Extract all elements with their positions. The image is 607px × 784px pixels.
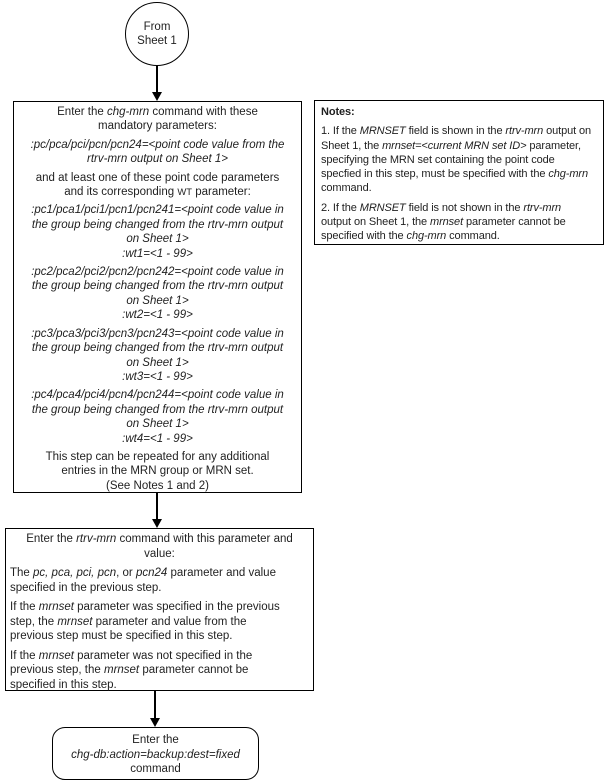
paragraph: Enter the rtrv-mrn command with this par… [10,532,309,561]
text-run: output on Sheet 1, the [321,125,592,152]
paragraph: This step can be repeated for any additi… [20,450,295,493]
text-run: :pc4/pca4/pci4/pcn4/pcn244=<point code v… [31,389,284,445]
text-run: The [10,567,34,579]
text-run: parameter cannot be specified in this st… [10,664,249,691]
text-run: 1. If the [321,125,360,138]
text-run: :pc/pca/pci/pcn/pcn24=<point code value … [30,138,285,166]
text-run: parameter cannot be specified with the [321,216,566,243]
text-run: mrnset [430,216,464,229]
text-run: mrnset [38,649,74,662]
arrow-down-icon [152,519,162,528]
text-run: command with these mandatory parameters: [98,106,258,133]
notes-box: Notes: 1. If the MRNSET field is shown in… [314,100,604,245]
text-run: rtrv-mrn [523,201,562,214]
text-run: If the [10,601,39,613]
arrow-down-icon [150,718,160,727]
text-run: mrnset [103,664,140,676]
text-run: command [130,763,181,775]
connector-2-stem [156,493,158,520]
text-run: parameter: [192,186,251,199]
paragraph: :pc/pca/pci/pcn/pcn24=<point code value … [20,138,295,167]
start-node-from-sheet-1: From Sheet 1 [125,2,189,66]
text-run: This step can be repeated for any additi… [45,450,270,492]
paragraph: Enter the chg-mrn command with these man… [20,105,295,134]
text-run: rtrv-mrn [505,125,544,138]
paragraph: Enter the chg-db:action=backup:dest=fixe… [57,733,254,777]
paragraph: and at least one of these point code par… [20,171,295,200]
text-run: command. [446,230,500,243]
text-run: 2. If the [321,201,360,214]
chg-db-backup-node: Enter the chg-db:action=backup:dest=fixe… [52,727,259,780]
paragraph: :pc1/pca1/pci1/pcn1/pcn241=<point code v… [20,203,295,261]
text-run: WT [177,186,192,198]
text-run: MRNSET [359,201,406,214]
text-run: Enter the [26,533,77,545]
text-run: mrnset [38,601,74,613]
paragraph: 1. If the MRNSET field is shown in the r… [321,124,597,195]
text-run: :pc1/pca1/pci1/pcn1/pcn241=<point code v… [31,204,284,260]
text-run: chg-mrn [107,106,150,118]
text-run: parameter and value from the previous st… [10,615,247,643]
text-run: chg-db:action=backup:dest=fixed [71,748,240,761]
text-run: parameter was specified in the previous … [10,601,280,628]
text-run: chg-mrn [406,230,447,243]
text-run: :pc3/pca3/pci3/pcn3/pcn243=<point code v… [31,327,284,383]
connector-1-stem [156,66,158,93]
connector-3-stem [154,691,156,719]
text-run: Enter the [57,106,107,118]
paragraph: :pc4/pca4/pci4/pcn4/pcn244=<point code v… [20,388,295,446]
text-run: rtrv-mrn [76,533,117,545]
text-run: parameter and value specified in the pre… [10,567,276,594]
text-run: Notes: [321,106,355,118]
text-run: pc, pca, pci, pcn [33,567,117,579]
text-run: command. [321,182,372,195]
text-run: field is shown in the [405,125,506,138]
text-run: and at least one of these point code par… [35,171,280,199]
text-run: parameter, specifying the MRN set contai… [321,139,581,181]
paragraph: 2. If the MRNSET field is not shown in t… [321,201,597,244]
text-run: pcn24 [135,567,168,579]
start-node-label: From Sheet 1 [137,21,177,47]
text-run: mrnset [57,615,93,628]
text-run: command with this parameter and value: [119,533,293,560]
text-run: chg-mrn [548,168,588,181]
text-run: MRNSET [359,125,406,138]
chg-mrn-command-box: Enter the chg-mrn command with these man… [13,101,302,493]
paragraph: :pc3/pca3/pci3/pcn3/pcn243=<point code v… [20,327,295,385]
paragraph: If the mrnset parameter was specified in… [10,600,309,644]
text-run: parameter was not specified in the previ… [10,649,253,677]
arrow-down-icon [152,92,162,101]
paragraph: The pc, pca, pci, pcn, or pcn24 paramete… [10,566,309,595]
text-run: field is not shown in the [405,201,524,214]
paragraph: Notes: [321,105,597,119]
text-run: :pc2/pca2/pci2/pcn2/pcn242=<point code v… [31,266,284,322]
paragraph: :pc2/pca2/pci2/pcn2/pcn242=<point code v… [20,265,295,323]
text-run: If the [10,649,39,662]
text-run: output on Sheet 1, the [321,216,428,229]
text-run: , or [116,567,136,579]
paragraph: If the mrnset parameter was not specifie… [10,649,309,693]
text-run: Enter the [132,734,179,746]
text-run: mrnset=<current MRN set ID> [382,139,527,152]
rtrv-mrn-command-box: Enter the rtrv-mrn command with this par… [5,528,314,691]
